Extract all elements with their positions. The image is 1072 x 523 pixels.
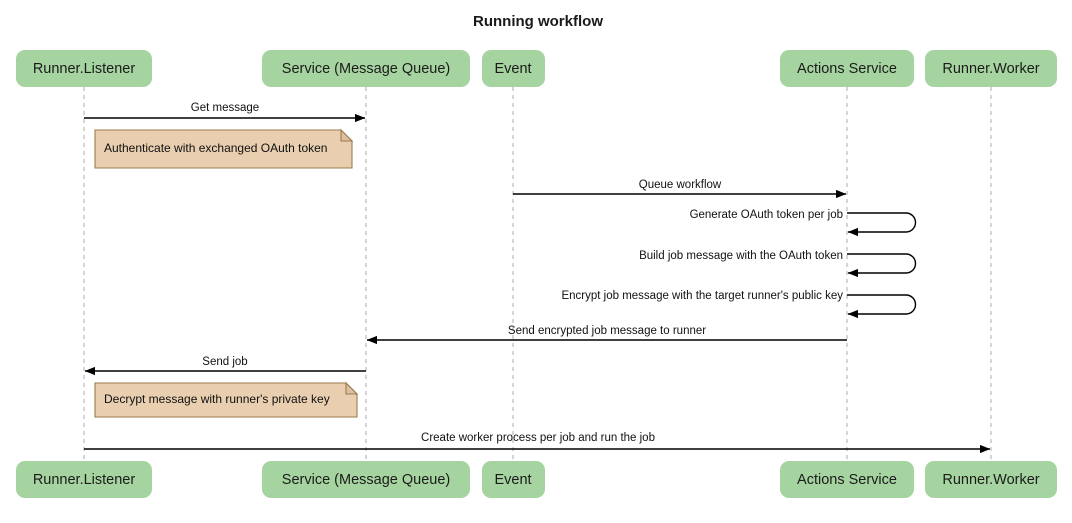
message-generate-oauth-token-per-job[interactable]: Generate OAuth token per job bbox=[690, 209, 917, 237]
self-loop-arrow bbox=[847, 212, 917, 237]
note-decrypt-note[interactable]: Decrypt message with runner's private ke… bbox=[94, 381, 359, 418]
participant-box bbox=[925, 461, 1057, 498]
message-label: Create worker process per job and run th… bbox=[421, 432, 655, 444]
message-create-worker-process-run-job[interactable]: Create worker process per job and run th… bbox=[84, 432, 991, 454]
participant-label: Actions Service bbox=[797, 61, 897, 77]
participant-box bbox=[925, 50, 1057, 87]
note-fold-corner-icon bbox=[340, 128, 354, 142]
participant-box bbox=[262, 461, 470, 498]
participant-label: Event bbox=[494, 61, 531, 77]
participant-box bbox=[262, 50, 470, 87]
participant-box bbox=[482, 461, 545, 498]
participant-top-service-message-queue[interactable]: Service (Message Queue) bbox=[262, 50, 470, 87]
participant-top-runner-worker[interactable]: Runner.Worker bbox=[925, 50, 1057, 87]
participant-bottom-event[interactable]: Event bbox=[482, 461, 545, 498]
participant-bottom-runner-worker[interactable]: Runner.Worker bbox=[925, 461, 1057, 498]
message-build-job-message-with-oauth-token[interactable]: Build job message with the OAuth token bbox=[639, 250, 917, 278]
lifelines-layer bbox=[83, 87, 992, 461]
note-label: Decrypt message with runner's private ke… bbox=[104, 392, 330, 406]
message-label: Send encrypted job message to runner bbox=[508, 325, 706, 337]
message-queue-workflow[interactable]: Queue workflow bbox=[513, 179, 847, 199]
participant-top-event[interactable]: Event bbox=[482, 50, 545, 87]
participant-top-runner-listener[interactable]: Runner.Listener bbox=[16, 50, 152, 87]
participant-label: Service (Message Queue) bbox=[282, 61, 450, 77]
participant-bottom-service-message-queue[interactable]: Service (Message Queue) bbox=[262, 461, 470, 498]
participants-top-layer: Runner.Listener Service (Message Queue) Ev… bbox=[16, 50, 1057, 87]
participant-box bbox=[16, 461, 152, 498]
participant-label: Runner.Worker bbox=[942, 61, 1039, 77]
self-loop-arrow bbox=[847, 253, 917, 278]
message-send-job[interactable]: Send job bbox=[84, 356, 366, 376]
participant-bottom-actions-service[interactable]: Actions Service bbox=[780, 461, 914, 498]
participant-bottom-runner-listener[interactable]: Runner.Listener bbox=[16, 461, 152, 498]
message-get-message[interactable]: Get message bbox=[84, 102, 366, 123]
message-send-encrypted-job-message-to-runner[interactable]: Send encrypted job message to runner bbox=[366, 325, 847, 345]
participant-box bbox=[780, 461, 914, 498]
message-label: Encrypt job message with the target runn… bbox=[561, 290, 843, 302]
note-label: Authenticate with exchanged OAuth token bbox=[104, 141, 327, 155]
participant-box bbox=[780, 50, 914, 87]
participant-label: Service (Message Queue) bbox=[282, 472, 450, 488]
participant-box bbox=[482, 50, 545, 87]
participant-box bbox=[16, 50, 152, 87]
note-authenticate-note[interactable]: Authenticate with exchanged OAuth token bbox=[94, 128, 354, 169]
participants-bottom-layer: Runner.Listener Service (Message Queue) Ev… bbox=[16, 461, 1057, 498]
note-fold-corner-icon bbox=[345, 381, 359, 395]
self-loop-arrow bbox=[847, 294, 917, 319]
participant-label: Runner.Listener bbox=[33, 472, 136, 488]
message-label: Build job message with the OAuth token bbox=[639, 250, 843, 262]
page-title: Running workflow bbox=[473, 13, 603, 30]
participant-label: Event bbox=[494, 472, 531, 488]
participant-label: Runner.Worker bbox=[942, 472, 1039, 488]
notes-layer: Authenticate with exchanged OAuth tokenD… bbox=[94, 128, 359, 418]
message-label: Queue workflow bbox=[639, 179, 722, 191]
message-label: Get message bbox=[191, 102, 259, 114]
message-label: Generate OAuth token per job bbox=[690, 209, 843, 221]
message-label: Send job bbox=[202, 356, 247, 368]
note-body bbox=[94, 382, 358, 418]
note-body bbox=[94, 129, 353, 169]
participant-label: Runner.Listener bbox=[33, 61, 136, 77]
participant-top-actions-service[interactable]: Actions Service bbox=[780, 50, 914, 87]
message-encrypt-job-message-public-key[interactable]: Encrypt job message with the target runn… bbox=[561, 290, 917, 319]
participant-label: Actions Service bbox=[797, 472, 897, 488]
